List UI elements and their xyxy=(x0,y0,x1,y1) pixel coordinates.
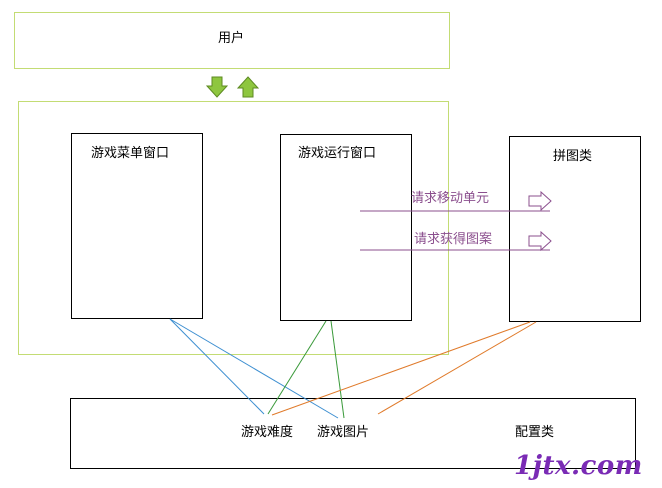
config-item-difficulty: 游戏难度 xyxy=(241,425,294,440)
link-run-difficulty xyxy=(267,320,327,415)
link-menu-difficulty xyxy=(169,318,265,415)
link-puzzle-picture xyxy=(377,321,537,415)
config-item-picture: 游戏图片 xyxy=(317,425,370,440)
puzzle-class-box xyxy=(509,136,641,322)
link-run-picture xyxy=(330,320,345,419)
menu-window-label: 游戏菜单窗口 xyxy=(91,146,170,161)
run-window-label: 游戏运行窗口 xyxy=(298,146,377,161)
user-box xyxy=(14,12,450,69)
link-menu-picture xyxy=(169,318,339,419)
menu-window-box xyxy=(71,133,203,319)
system-frame xyxy=(18,101,449,355)
message-move-unit: 请求移动单元 xyxy=(411,191,490,206)
watermark-logo: 1jtx.com xyxy=(514,451,643,481)
config-class-label: 配置类 xyxy=(515,425,555,440)
user-label: 用户 xyxy=(218,31,245,46)
link-puzzle-difficulty xyxy=(271,321,531,416)
run-window-box xyxy=(280,134,412,321)
up-arrow-icon xyxy=(237,76,259,98)
message-get-pattern: 请求获得图案 xyxy=(414,232,493,247)
puzzle-class-label: 拼图类 xyxy=(553,149,593,164)
message-arrow-pattern-icon xyxy=(528,230,552,252)
config-class-box xyxy=(70,398,636,469)
message-arrow-move-icon xyxy=(528,190,552,212)
down-arrow-icon xyxy=(206,76,228,98)
